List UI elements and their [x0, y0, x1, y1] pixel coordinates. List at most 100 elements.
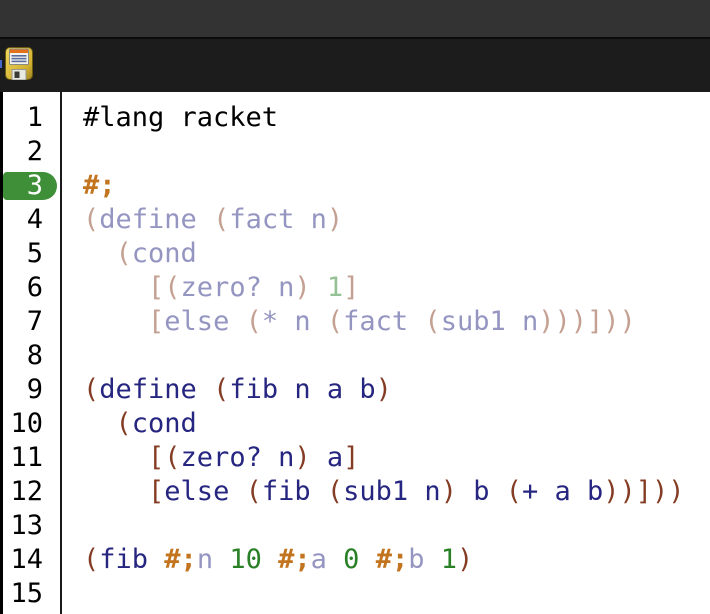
- code-line: [83, 509, 710, 543]
- code-token-id-f: cond: [131, 238, 197, 269]
- code-token-paren: (: [83, 544, 100, 575]
- code-line: (define (fib n a b): [83, 373, 710, 407]
- line-number: 8: [26, 340, 43, 371]
- code-token-id: sub1 n: [343, 476, 441, 507]
- code-token-num: 0: [343, 544, 360, 575]
- code-token-paren: (: [115, 408, 132, 439]
- line-number: 15: [10, 578, 43, 609]
- code-token-id: fib: [99, 544, 165, 575]
- line-number-highlighted: 3: [3, 169, 60, 203]
- code-token-paren-f: [: [148, 306, 165, 337]
- code-line: [else (* n (fact (sub1 n)))])): [83, 305, 710, 339]
- code-token-plain: [327, 544, 343, 575]
- code-token-paren: (: [213, 374, 230, 405]
- code-token-id-f: define: [99, 204, 214, 235]
- line-number: 10: [10, 408, 43, 439]
- code-token-id: fib n a b: [229, 374, 376, 405]
- code-line: #lang racket: [83, 101, 710, 135]
- code-line: (define (fact n): [83, 203, 710, 237]
- code-token-paren-f: (: [115, 238, 132, 269]
- code-token-plain: [83, 272, 148, 303]
- code-token-id-f: zero? n: [180, 272, 295, 303]
- code-token-paren: [(: [148, 442, 181, 473]
- code-token-id: zero? n: [180, 442, 295, 473]
- code-token-id: else: [164, 476, 246, 507]
- code-token-id-f: * n: [261, 306, 327, 337]
- code-token-paren: (: [326, 476, 344, 507]
- line-number: 9: [26, 374, 43, 405]
- code-token-plain: [424, 544, 440, 575]
- code-token-id-f: else: [164, 306, 246, 337]
- code-token-id: define: [99, 374, 214, 405]
- code-token-paren-f: )))])): [538, 306, 636, 337]
- code-token-plain: [83, 306, 148, 337]
- code-token-paren: (: [505, 476, 522, 507]
- code-token-paren-f: (: [245, 306, 262, 337]
- line-number: 7: [26, 306, 43, 337]
- code-line: [83, 135, 710, 169]
- code-token-paren: [: [148, 476, 165, 507]
- line-number: 11: [10, 442, 43, 473]
- code-token-id: a: [326, 442, 344, 473]
- line-number: 6: [26, 272, 43, 303]
- code-line: (cond: [83, 407, 710, 441]
- code-token-comment: #;: [83, 170, 116, 201]
- code-token-num: 1: [440, 544, 458, 575]
- line-number: 1: [26, 102, 43, 133]
- code-token-paren-f: (: [424, 306, 441, 337]
- line-number: 14: [10, 544, 43, 575]
- code-token-paren: (: [83, 374, 100, 405]
- code-token-plain: [83, 238, 116, 269]
- code-token-plain: [83, 476, 148, 507]
- toolbar: [0, 37, 710, 92]
- code-token-plain: [83, 408, 116, 439]
- code-token-paren: ): [440, 476, 457, 507]
- code-token-id: b: [456, 476, 506, 507]
- line-number: 4: [26, 204, 43, 235]
- line-number: 12: [10, 476, 43, 507]
- code-area[interactable]: #lang racket#;(define (fact n) (cond [(z…: [62, 92, 710, 614]
- code-token-id-f: b: [408, 544, 425, 575]
- code-token-plain: [213, 544, 229, 575]
- code-line: [83, 577, 710, 611]
- code-token-paren: ): [375, 374, 392, 405]
- line-number: 13: [10, 510, 43, 541]
- code-token-paren-f: [(: [148, 272, 181, 303]
- code-token-paren: ]: [343, 442, 360, 473]
- floppy-disk-save-icon: [5, 47, 33, 83]
- code-token-plain: [83, 442, 148, 473]
- code-token-id-f: fact n: [229, 204, 327, 235]
- code-token-plain: [311, 442, 327, 473]
- code-token-comment: #;: [375, 544, 409, 575]
- code-token-plain: [311, 272, 327, 303]
- code-token-plain: [359, 544, 375, 575]
- code-token-id-f: n: [196, 544, 214, 575]
- code-line: #;: [83, 169, 710, 203]
- clipped-icon-fragment: [0, 60, 2, 68]
- code-token-num-f: 1: [326, 272, 344, 303]
- code-line: (fib #;n 10 #;a 0 #;b 1): [83, 543, 710, 577]
- code-token-paren-f: (: [83, 204, 100, 235]
- line-number: 2: [26, 136, 43, 167]
- code-token-id: cond: [131, 408, 197, 439]
- code-token-id: + a b: [522, 476, 604, 507]
- code-token-paren-f: (: [326, 306, 344, 337]
- code-token-paren: ))])): [603, 476, 685, 507]
- code-token-plain: #lang racket: [83, 102, 279, 133]
- code-line: [83, 339, 710, 373]
- code-token-paren-f: ): [294, 272, 311, 303]
- code-token-comment: #;: [278, 544, 311, 575]
- code-token-paren-f: ): [326, 204, 344, 235]
- code-line: [(zero? n) a]: [83, 441, 710, 475]
- code-token-paren: ): [294, 442, 311, 473]
- code-token-num: 10: [229, 544, 262, 575]
- code-token-id-f: a: [310, 544, 327, 575]
- save-button[interactable]: [5, 47, 33, 83]
- code-line: [(zero? n) 1]: [83, 271, 710, 305]
- code-token-id-f: fact: [343, 306, 425, 337]
- code-token-paren: ): [457, 544, 474, 575]
- code-token-id: fib: [261, 476, 327, 507]
